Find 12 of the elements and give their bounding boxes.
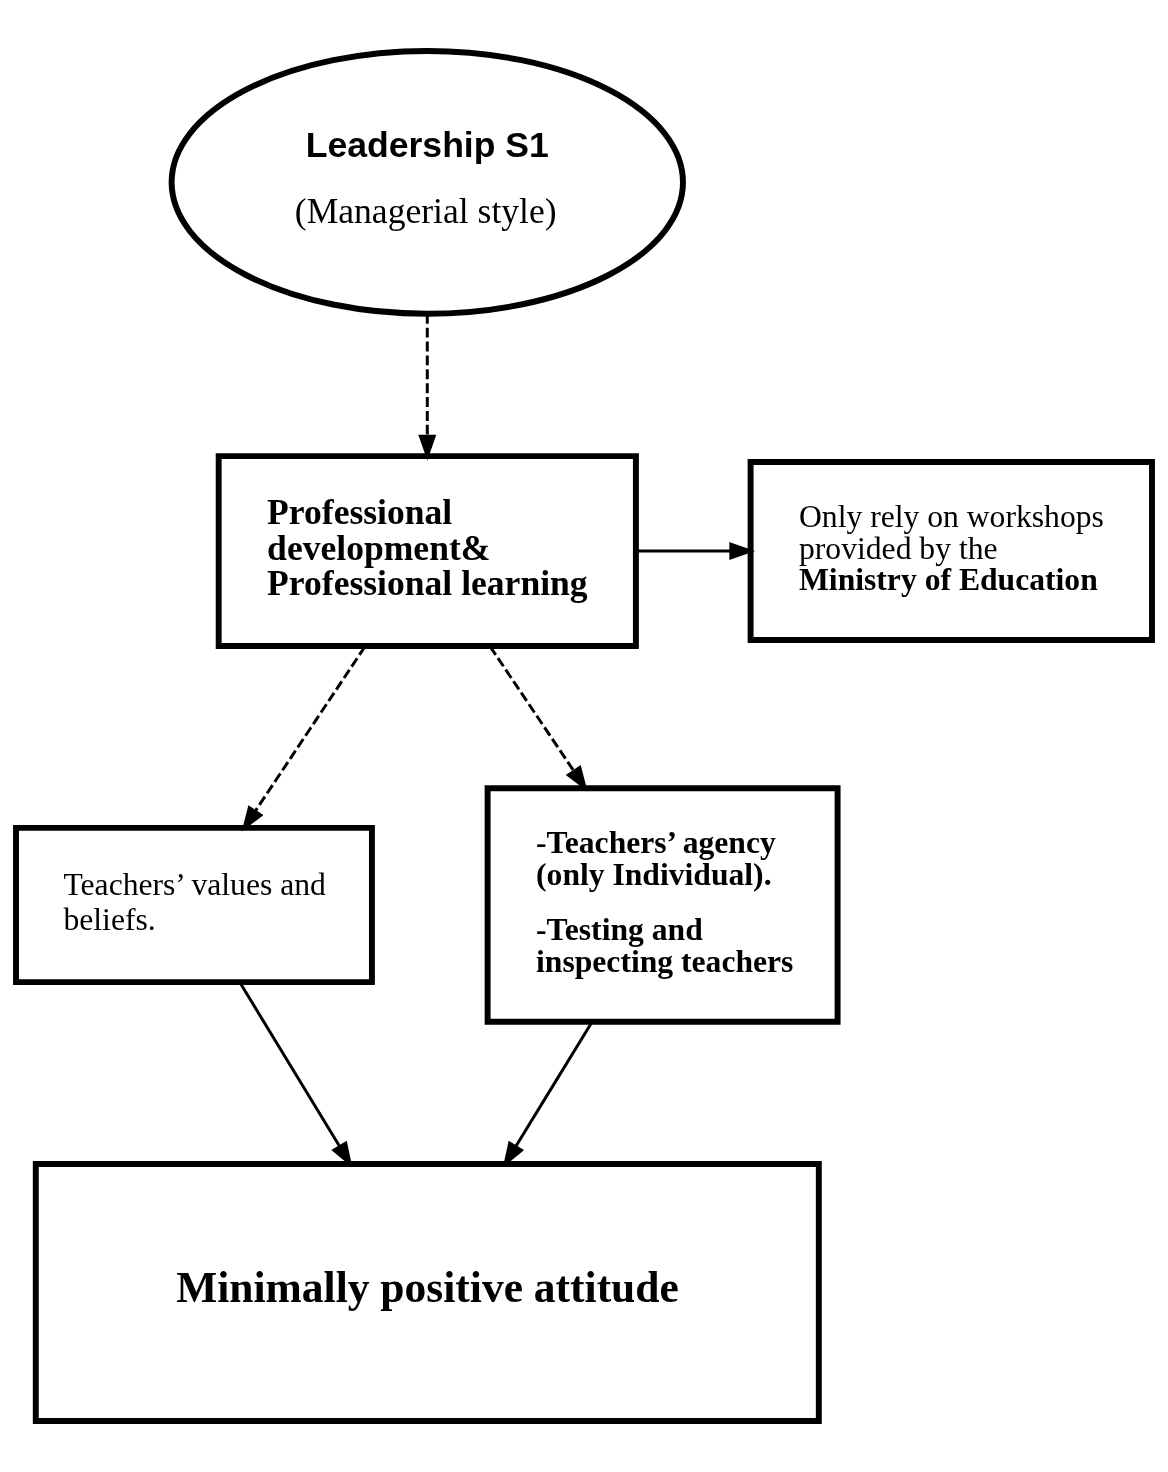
arrow xyxy=(502,1021,594,1168)
node-box: Minimally positive attitude xyxy=(32,1161,822,1425)
node-box: Teachers’ values and beliefs. xyxy=(13,824,375,986)
arrow xyxy=(489,646,588,792)
node-box: Professional development& Professional learning xyxy=(215,453,639,649)
arrow xyxy=(418,313,437,461)
node-box: Only rely on workshops provided by the Ministry of Education xyxy=(747,459,1155,643)
arrow xyxy=(241,646,366,832)
node-ellipse: Leadership S1 (Managerial style) xyxy=(168,48,686,317)
arrow xyxy=(636,542,756,561)
arrow xyxy=(238,982,353,1168)
node-box: -Teachers’ agency (only Individual). -Testing and inspecting teachers xyxy=(484,785,841,1025)
